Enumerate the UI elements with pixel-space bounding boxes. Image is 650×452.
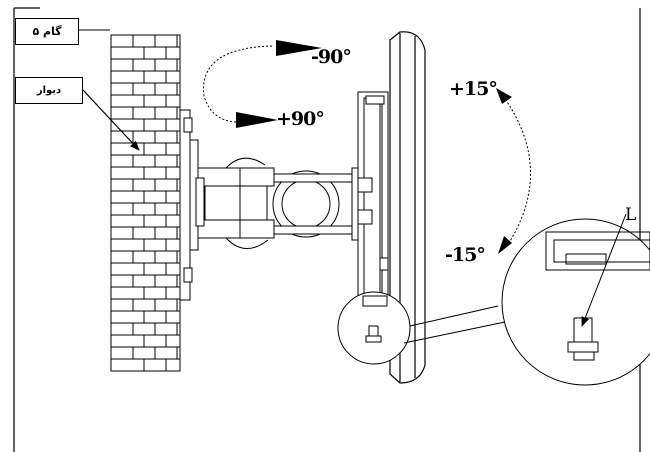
wall-pointer-arrow bbox=[82, 89, 140, 151]
detail-label: L bbox=[625, 205, 637, 225]
display-panel bbox=[389, 31, 426, 384]
tilt-minus-label: -15° bbox=[445, 244, 486, 266]
brick-wall bbox=[110, 34, 181, 372]
step-label: گام ۵ bbox=[15, 18, 79, 45]
swivel-arrow-down bbox=[236, 112, 278, 128]
wall-plate bbox=[179, 109, 199, 301]
swivel-plus-label: +90° bbox=[276, 108, 325, 130]
detail-small-circle bbox=[337, 291, 411, 365]
tilt-arc bbox=[502, 95, 531, 247]
wall-label: دیوار bbox=[15, 77, 83, 104]
detail-large-circle bbox=[501, 218, 650, 386]
tilt-plus-label: +15° bbox=[449, 78, 498, 100]
detail-pointer-arrow bbox=[581, 213, 627, 327]
detail-connector bbox=[403, 305, 506, 344]
frame-lines bbox=[13, 7, 641, 452]
tilt-arrow-up bbox=[496, 88, 512, 104]
swivel-minus-label: -90° bbox=[311, 46, 352, 68]
swivel-arm bbox=[195, 157, 365, 249]
tilt-arrow-down bbox=[498, 236, 512, 254]
swivel-arrow-up bbox=[276, 40, 322, 56]
tilt-bracket bbox=[357, 91, 389, 303]
swivel-arc bbox=[203, 45, 273, 123]
